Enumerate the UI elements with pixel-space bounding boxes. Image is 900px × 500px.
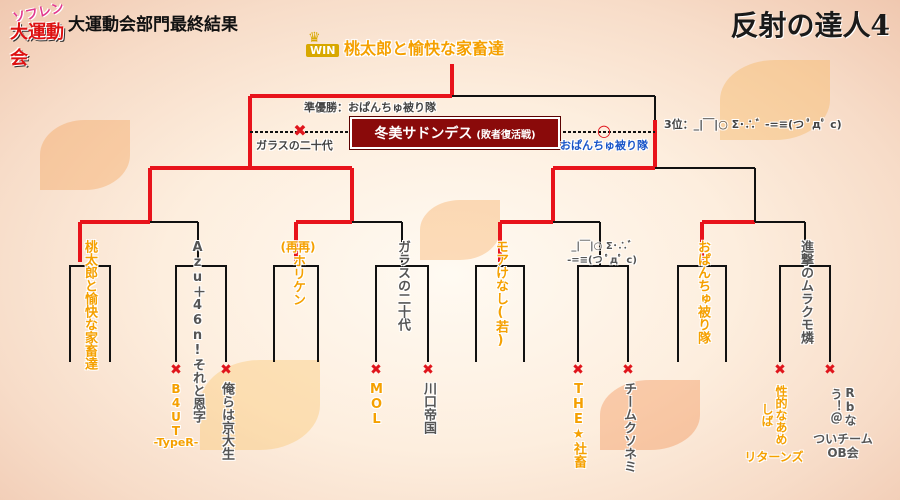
team-b4ut-line1: B4UT xyxy=(169,382,183,438)
team-momotaro: 桃太郎と愉快な家畜達 xyxy=(82,240,97,370)
bracket-lines xyxy=(69,95,831,362)
team-rb-now-line1: Rbなう！＠ xyxy=(829,386,857,426)
repechage-right-entrant: おぱんちゅ被り隊 xyxy=(560,139,648,152)
loss-mark-icon: ✖ xyxy=(622,362,634,378)
team-kyodai: 俺らは京大生 xyxy=(219,382,234,460)
repechage-left-entrant: ガラスの二十代 xyxy=(256,139,333,152)
team-b4ut-line2: -TypeR- xyxy=(153,436,199,449)
repechage-title: 冬美サドンデス xyxy=(374,126,473,142)
team-moa-kenashi: モアけなし(若) xyxy=(493,240,508,348)
third-place-label: 3位：_|￣|○ Σ･∴ﾞ -=≡(つ ﾟдﾟ c) xyxy=(664,118,842,131)
loss-mark-icon: ✖ xyxy=(293,121,306,140)
team-orz: _|￣|○ Σ･∴ﾞ -=≡(つ ﾟдﾟ c) xyxy=(560,240,644,268)
team-rb-now-line2: ついチーム xyxy=(813,432,873,446)
repechage-box: 冬美サドンデス (敗者復活戦) xyxy=(350,117,560,149)
team-b4ut: B4UT -TypeR- xyxy=(150,382,202,450)
sofren-logo: ソフレン 大運動会 xyxy=(6,1,70,69)
loss-mark-icon: ✖ xyxy=(170,362,182,378)
win-badge: ♛ WIN xyxy=(298,30,344,60)
champion-banner: ♛ WIN 桃太郎と愉快な家畜達 xyxy=(298,30,505,60)
team-orz-line1: _|￣|○ Σ･∴ﾞ xyxy=(571,241,633,252)
team-azu: Azu＋46n!それと恩字 xyxy=(190,240,205,423)
loss-mark-icon: ✖ xyxy=(370,362,382,378)
loss-marks: ✖ ○ ✖ ✖ ✖ ✖ ✖ ✖ ✖ ✖ xyxy=(170,121,836,378)
team-kusonemi: チームクソネミ xyxy=(621,382,636,473)
team-glass-nijudai: ガラスの二十代 xyxy=(395,240,410,331)
champion-name: 桃太郎と愉快な家畜達 xyxy=(344,39,505,58)
win-label: WIN xyxy=(306,44,340,57)
loss-mark-icon: ✖ xyxy=(774,362,786,378)
loss-mark-icon: ✖ xyxy=(220,362,232,378)
logo-line2: 大運動会 xyxy=(10,22,64,69)
loss-mark-icon: ✖ xyxy=(824,362,836,378)
team-amashiba-line2: リターンズ xyxy=(744,450,804,464)
crown-icon: ♛ xyxy=(308,30,321,46)
runner-up-label: 準優勝：おぱんちゅ被り隊 xyxy=(304,101,436,114)
team-horiken: ホリケン xyxy=(290,254,305,306)
team-rb-now-line3: OB会 xyxy=(827,446,859,460)
winner-path xyxy=(78,64,755,262)
brand-title: 反射の達人4 xyxy=(730,9,890,42)
repechage-subtitle: (敗者復活戦) xyxy=(476,129,536,141)
team-amashiba: 性的なあめしば リターンズ xyxy=(742,380,806,464)
advance-circle-icon: ○ xyxy=(597,121,611,140)
team-orz-line2: -=≡(つ ﾟдﾟ c) xyxy=(567,255,637,266)
loss-mark-icon: ✖ xyxy=(422,362,434,378)
team-kawaguchi: 川口帝国 xyxy=(421,382,436,434)
team-opanchu: おぱんちゅ被り隊 xyxy=(695,240,710,344)
team-shingeki-murakumo: 進撃のムラクモ燐 xyxy=(798,240,813,344)
page-title: 大運動会部門最終結果 xyxy=(68,15,238,35)
team-mol: MOL xyxy=(369,382,384,427)
team-the-shachiku: THE★社畜 xyxy=(571,382,586,468)
team-amashiba-line1: 性的なあめしば xyxy=(760,385,788,445)
team-rb-now: Rbなう！＠ ついチーム OB会 xyxy=(808,380,878,460)
team-horiken-prefix: (再再) xyxy=(280,240,316,254)
loss-mark-icon: ✖ xyxy=(572,362,584,378)
